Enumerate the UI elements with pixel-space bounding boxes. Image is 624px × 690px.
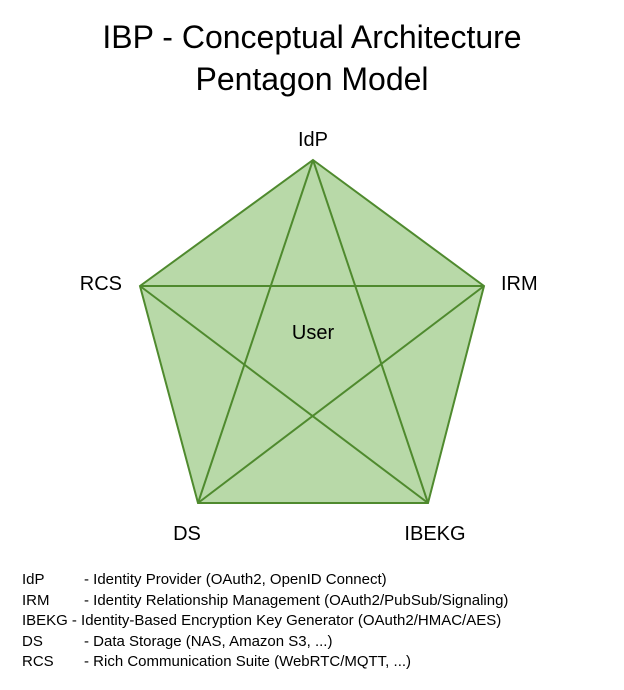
legend-row-idp: IdP - Identity Provider (OAuth2, OpenID …: [22, 570, 622, 591]
star-line-idp-ibekg: [312, 159, 429, 504]
star-lines: [139, 159, 485, 504]
legend-abbr: IdP: [22, 571, 45, 588]
star-line-ibekg-rcs: [139, 285, 429, 504]
legend-abbr: IBEKG: [22, 612, 68, 629]
node-label-idp: IdP: [298, 129, 328, 151]
page-title: IBP - Conceptual Architecture: [102, 19, 522, 55]
legend-row-rcs: RCS - Rich Communication Suite (WebRTC/M…: [22, 652, 622, 673]
legend-desc: - Identity-Based Encryption Key Generato…: [71, 612, 502, 629]
legend-row-ibekg: IBEKG - Identity-Based Encryption Key Ge…: [22, 611, 622, 632]
legend-abbr: IRM: [22, 591, 50, 609]
star-line-ds-idp: [197, 159, 314, 504]
legend-desc: - Identity Relationship Management (OAut…: [84, 591, 509, 609]
star-line-irm-ds: [197, 285, 485, 504]
legend: IdP - Identity Provider (OAuth2, OpenID …: [22, 570, 622, 673]
legend-row-ds: DS - Data Storage (NAS, Amazon S3, ...): [22, 632, 622, 653]
node-label-ibekg: IBEKG: [404, 523, 465, 545]
center-label-user: User: [292, 322, 335, 344]
legend-abbr: RCS: [22, 653, 54, 670]
legend-abbr: DS: [22, 632, 43, 650]
legend-desc: - Rich Communication Suite (WebRTC/MQTT,…: [84, 653, 412, 670]
node-label-rcs: RCS: [80, 273, 122, 295]
legend-row-irm: IRM - Identity Relationship Management (…: [22, 591, 622, 612]
legend-desc: - Identity Provider (OAuth2, OpenID Conn…: [84, 571, 387, 588]
page-subtitle: Pentagon Model: [195, 61, 429, 97]
node-label-ds: DS: [173, 523, 201, 545]
legend-desc: - Data Storage (NAS, Amazon S3, ...): [84, 632, 333, 650]
node-label-irm: IRM: [501, 273, 538, 295]
pentagon-diagram: IdP IRM IBEKG DS RCS User: [80, 129, 538, 545]
